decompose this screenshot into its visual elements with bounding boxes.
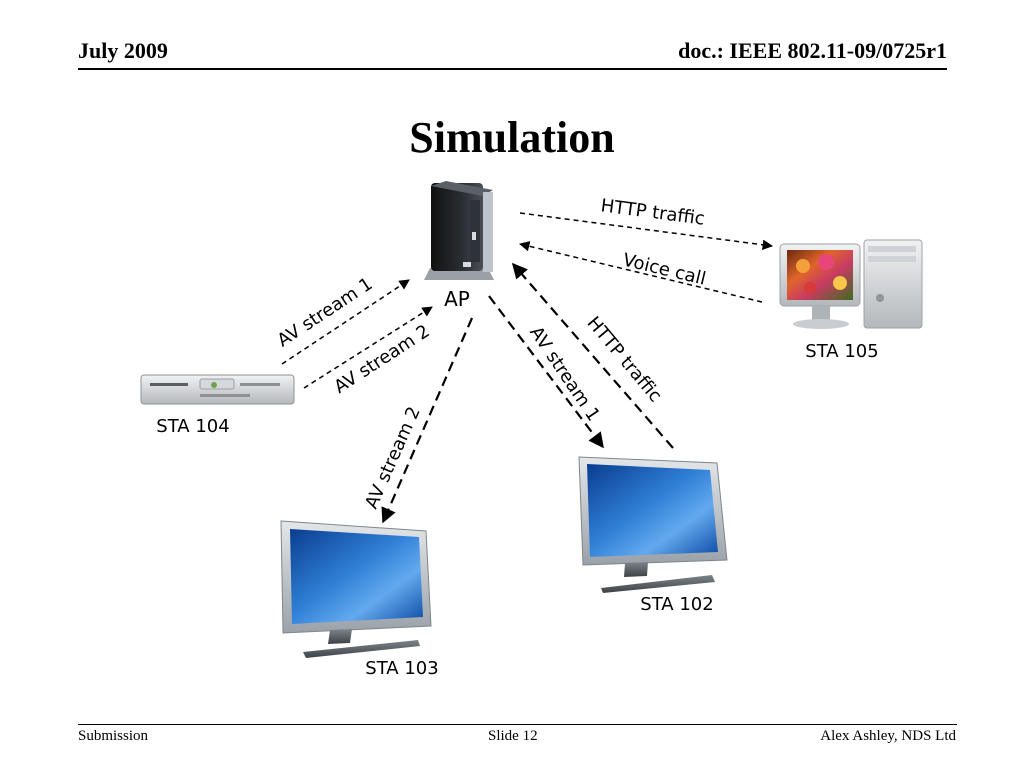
- set-top-box-icon: [140, 374, 295, 405]
- sta-104-label: STA 104: [156, 416, 229, 437]
- sta-103-label: STA 103: [365, 658, 438, 679]
- header-divider: [78, 68, 947, 70]
- flat-monitor-icon-sta103: [280, 520, 432, 658]
- sta-102-label: STA 102: [640, 594, 713, 615]
- slide-title: Simulation: [409, 113, 615, 162]
- footer-slide-number: Slide 12: [488, 728, 538, 744]
- footer-submission: Submission: [78, 728, 149, 744]
- link-av1-ap-sta102: [488, 295, 604, 449]
- ap-label: AP: [444, 287, 470, 311]
- label-av-stream-2-sta104: AV stream 2: [330, 321, 433, 398]
- desktop-pc-icon: [779, 239, 923, 329]
- link-av2-ap-sta103: [381, 317, 474, 524]
- access-point-icon: [424, 181, 494, 280]
- label-av-stream-1-sta102: AV stream 1: [525, 323, 604, 425]
- link-http-sta102-ap: [511, 262, 674, 449]
- label-http-traffic-sta105: HTTP traffic: [600, 195, 706, 229]
- footer-divider: [78, 724, 957, 725]
- label-av-stream-2-sta103: AV stream 2: [361, 403, 425, 512]
- label-voice-call: Voice call: [621, 250, 708, 290]
- flat-monitor-icon-sta102: [578, 456, 728, 593]
- link-av1-sta104-ap: [281, 279, 410, 365]
- header-date: July 2009: [78, 38, 168, 63]
- footer-author: Alex Ashley, NDS Ltd: [820, 728, 956, 744]
- link-http-ap-sta105: [519, 212, 774, 250]
- sta-105-label: STA 105: [805, 341, 878, 362]
- link-voice-sta105-ap: [518, 241, 763, 303]
- link-av2-sta104-ap: [303, 306, 433, 389]
- header-document-id: doc.: IEEE 802.11-09/0725r1: [678, 38, 947, 63]
